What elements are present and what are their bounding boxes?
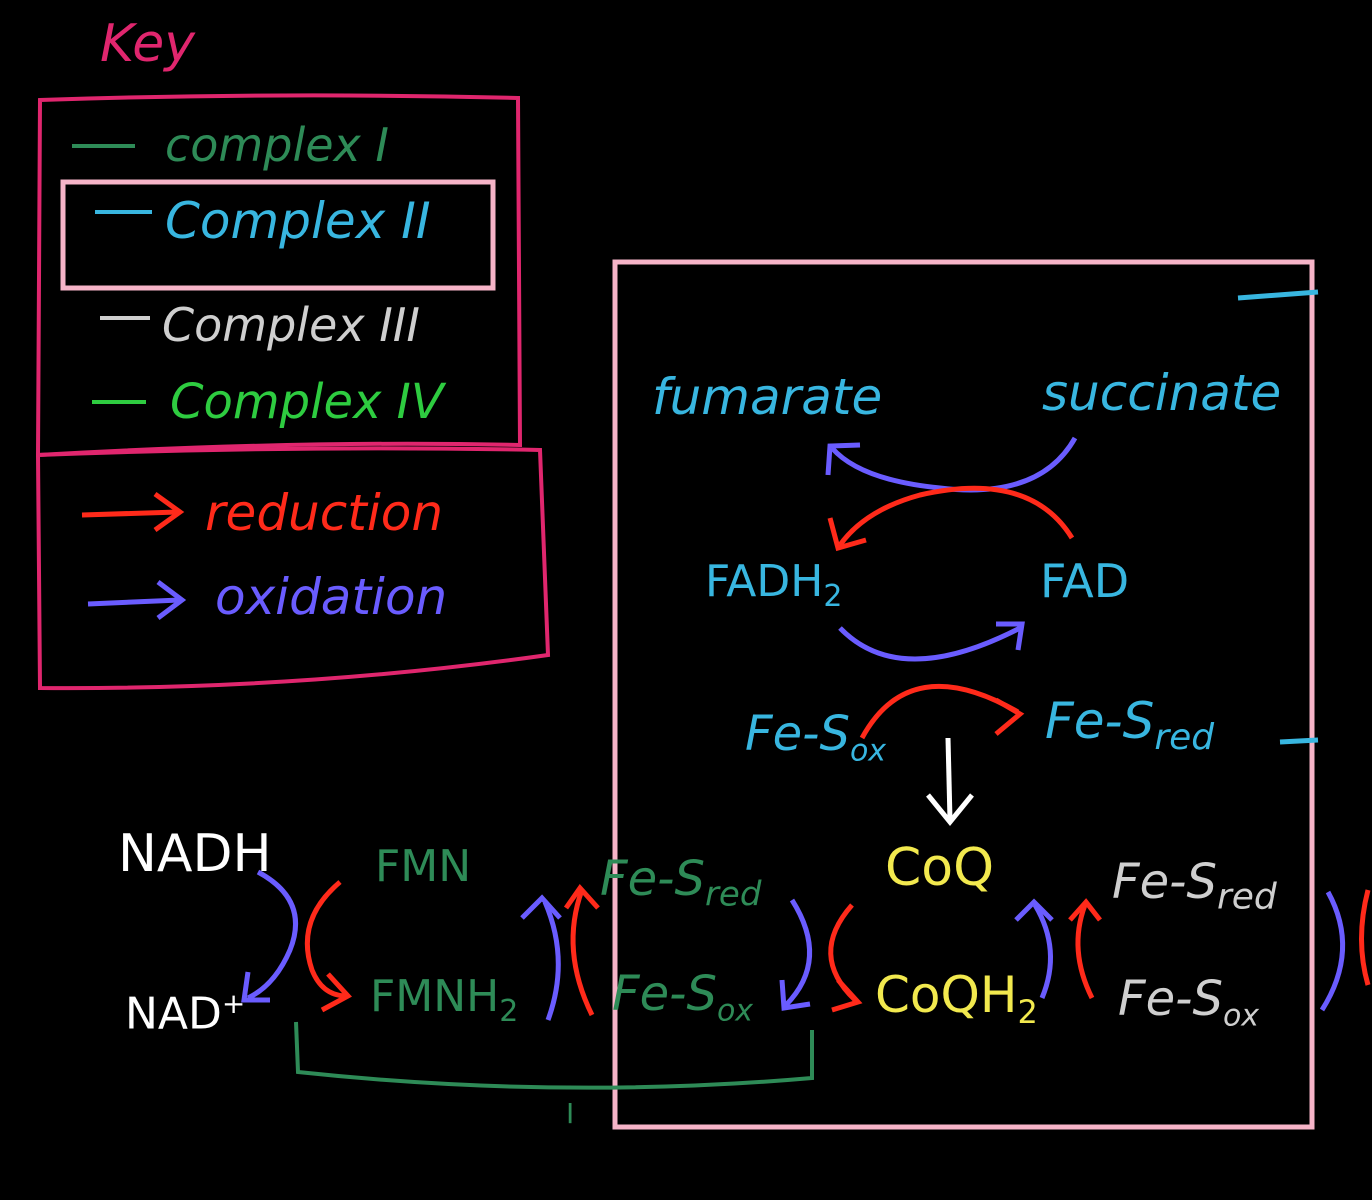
fes-to-coq-arrow bbox=[926, 737, 974, 826]
legend-reduction-arrow bbox=[81, 491, 185, 533]
fad-label: FAD bbox=[1040, 554, 1130, 608]
key-label-complex-iii: Complex III bbox=[162, 298, 420, 352]
key-label-reduction: reduction bbox=[205, 484, 444, 542]
coq-reduction-arrow bbox=[828, 903, 863, 1013]
key-label-complex-ii: Complex II bbox=[165, 192, 431, 250]
fes1-red-label: Fe-Sred bbox=[600, 851, 762, 915]
key-title: Key bbox=[100, 14, 196, 74]
fmnh2-label: FMNH2 bbox=[370, 971, 519, 1029]
fmnh2-oxidation-arrow bbox=[520, 894, 562, 1021]
key-frame bbox=[35, 93, 523, 458]
legend-oxidation-arrow bbox=[87, 580, 187, 620]
fes1-oxidation-arrow bbox=[779, 898, 812, 1011]
coqh2-oxidation-arrow bbox=[1014, 898, 1054, 999]
fes3-ox-label: Fe-Sox bbox=[1118, 971, 1260, 1034]
complex-i-bracket-label: I bbox=[566, 1097, 575, 1130]
succinate-to-fumarate-arrow bbox=[825, 436, 1078, 493]
fumarate-label: fumarate bbox=[652, 368, 883, 426]
complex-i-bracket bbox=[294, 1021, 814, 1090]
nad-label: NAD+ bbox=[125, 987, 246, 1040]
fmn-label: FMN bbox=[375, 841, 472, 892]
fes3-reduction-arrow bbox=[1068, 898, 1102, 1000]
key-label-oxidation: oxidation bbox=[215, 568, 448, 626]
edge-mark-mid bbox=[1279, 737, 1319, 745]
coq-label: CoQ bbox=[885, 838, 995, 898]
key-arrow-frame bbox=[35, 446, 551, 691]
fes-ox-label: Fe-Sox bbox=[745, 706, 887, 769]
fes-ox-to-red-arrow bbox=[859, 683, 1025, 740]
fad-to-fadh2-arrow bbox=[827, 485, 1075, 552]
key-label-complex-iv: Complex IV bbox=[170, 374, 444, 430]
key-highlight-box bbox=[60, 179, 496, 291]
complex-ii-box bbox=[612, 259, 1315, 1130]
nadh-to-nad-arrow bbox=[241, 869, 299, 1003]
fes1-ox-label: Fe-Sox bbox=[612, 966, 754, 1029]
edge-mark-top bbox=[1237, 289, 1319, 301]
fes-red-label: Fe-Sred bbox=[1045, 692, 1215, 758]
succinate-label: succinate bbox=[1042, 364, 1282, 422]
fmn-to-fmnh2-arrow bbox=[304, 880, 353, 1013]
fadh2-to-fad-arrow bbox=[838, 621, 1025, 662]
coqh2-label: CoQH2 bbox=[875, 966, 1038, 1031]
nadh-label: NADH bbox=[118, 824, 272, 884]
fes3-oxidation-arrow bbox=[1319, 890, 1346, 1012]
edge-red-mark bbox=[1359, 889, 1371, 986]
key-label-complex-i: complex I bbox=[165, 118, 389, 172]
fes3-red-label: Fe-Sred bbox=[1112, 854, 1277, 918]
fadh2-label: FADH2 bbox=[705, 556, 843, 614]
fes1-reduction-arrow bbox=[563, 883, 600, 1017]
